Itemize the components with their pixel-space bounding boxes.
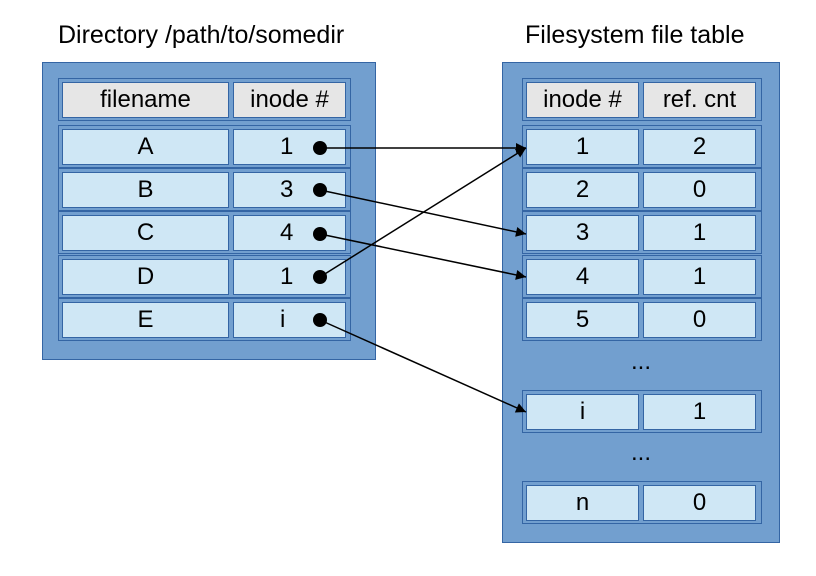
directory-row-b [58,168,351,211]
pointer-dot-d [313,270,327,284]
directory-row-d [58,255,351,298]
filetable-refcnt-cell: 0 [643,485,756,521]
filetable-header-row [522,78,762,121]
filetable-ellipsis: ... [630,439,651,466]
directory-row-e [58,298,351,341]
directory-inode-cell: i [233,302,346,338]
filetable-refcnt-cell: 1 [643,215,756,251]
filetable-row-5 [522,298,762,341]
arrow-b-to-3 [313,183,527,237]
filetable-inode-cell: 1 [526,129,639,165]
filetable-inode-cell: 3 [526,215,639,251]
directory-filename-cell: E [62,302,229,338]
filetable-row-n [522,481,762,524]
pointer-dot-e [313,313,327,327]
directory-inode-cell: 1 [233,129,346,165]
directory-header-row [58,78,351,121]
filetable-title: Filesystem file table [525,21,745,49]
arrow-a-to-1 [313,141,526,155]
filetable-refcnt-cell: 1 [643,394,756,430]
filetable-inode-cell: n [526,485,639,521]
directory-title: Directory /path/to/somedir [58,21,345,49]
filetable-refcnt-cell: 0 [643,172,756,208]
filetable-inode-cell: 5 [526,302,639,338]
pointer-dot-a [313,141,327,155]
filetable-header-inode: inode # [526,82,639,118]
arrow-e-to-i [313,313,527,413]
pointer-dot-c [313,227,327,241]
filetable-inode-cell: 2 [526,172,639,208]
directory-header-inode: inode # [233,82,346,118]
filetable-ellipsis: ... [630,348,651,375]
arrow-c-to-4 [313,227,527,280]
filetable-row-2 [522,168,762,211]
filetable-inode-cell: i [526,394,639,430]
directory-inode-cell: 3 [233,172,346,208]
arrow-d-to-1 [313,147,527,284]
directory-filename-cell: A [62,129,229,165]
directory-inode-cell: 4 [233,215,346,251]
directory-filename-cell: B [62,172,229,208]
directory-filename-cell: C [62,215,229,251]
directory-row-c [58,211,351,254]
filetable-refcnt-cell: 0 [643,302,756,338]
filetable-header-refcnt: ref. cnt [643,82,756,118]
directory-header-filename: filename [62,82,229,118]
directory-row-a [58,125,351,168]
filetable-refcnt-cell: 1 [643,259,756,295]
filetable-refcnt-cell: 2 [643,129,756,165]
directory-filename-cell: D [62,259,229,295]
pointer-dot-b [313,183,327,197]
directory-inode-cell: 1 [233,259,346,295]
filetable-inode-cell: 4 [526,259,639,295]
